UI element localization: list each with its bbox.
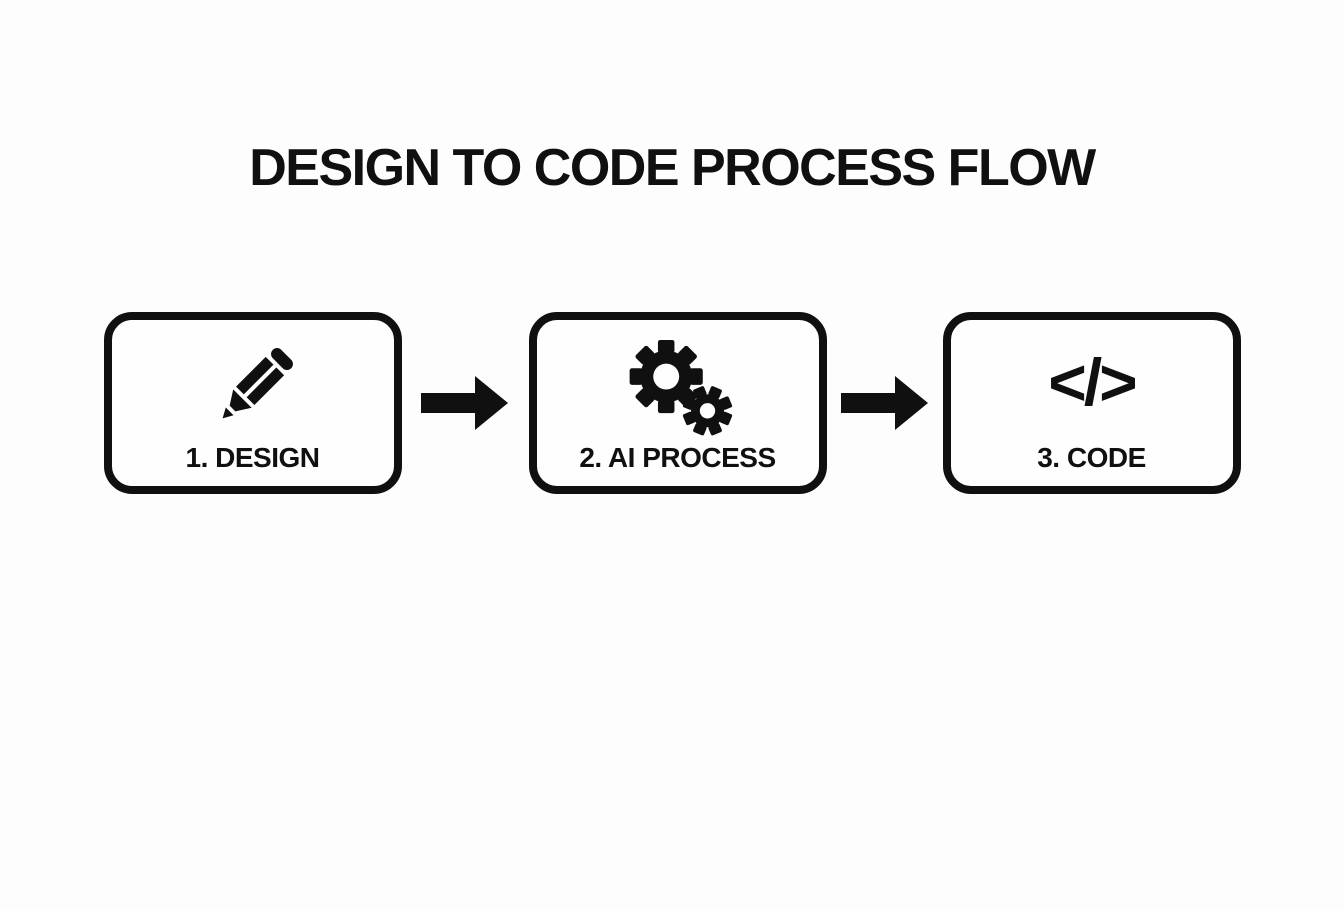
arrow-right-icon — [840, 376, 928, 430]
process-flow-diagram: DESIGN TO CODE PROCESS FLOW 1. DESIGN — [0, 142, 1344, 910]
arrow-right-icon — [421, 376, 508, 430]
step-label-code: 3. CODE — [1037, 442, 1146, 473]
step-box-code: </> 3. CODE — [942, 312, 1241, 494]
pencil-icon — [203, 334, 303, 438]
step-box-design: 1. DESIGN — [103, 312, 402, 494]
connector-1 — [402, 376, 529, 430]
step-box-ai-process: 2. AI PROCESS — [528, 312, 827, 494]
diagram-title: DESIGN TO CODE PROCESS FLOW — [249, 139, 1096, 197]
code-glyph-text: </> — [1048, 345, 1137, 419]
connector-2 — [827, 376, 943, 430]
gears-icon — [619, 334, 737, 438]
step-label-ai-process: 2. AI PROCESS — [579, 442, 776, 473]
step-label-design: 1. DESIGN — [185, 442, 320, 473]
flow-row: 1. DESIGN — [0, 312, 1344, 494]
code-icon: </> — [1048, 334, 1137, 438]
